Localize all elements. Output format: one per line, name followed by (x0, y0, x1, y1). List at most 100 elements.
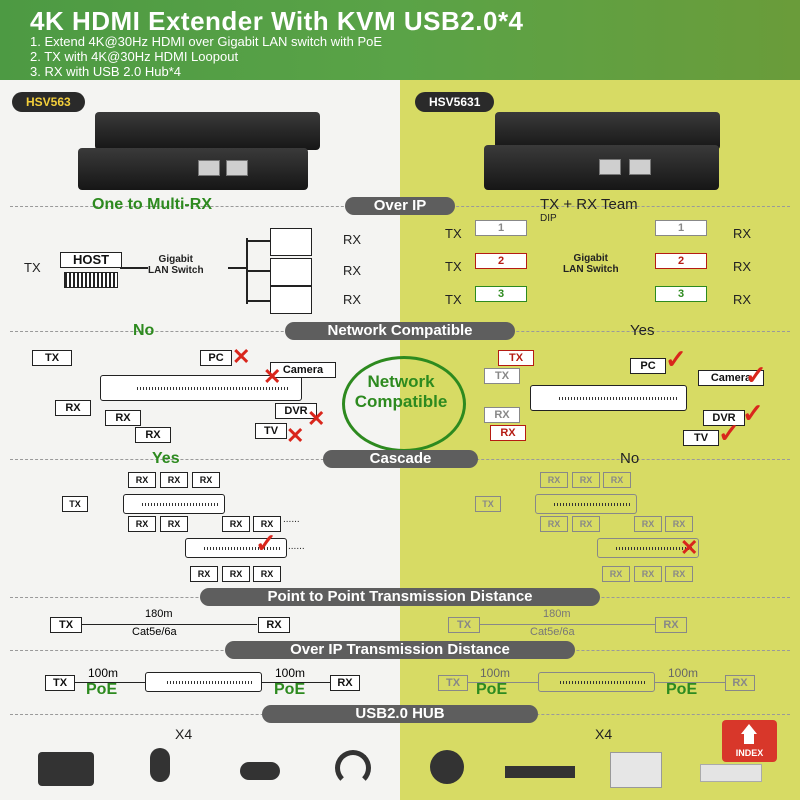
ptp-right-cable: Cat5e/6a (530, 626, 575, 638)
switch-left (100, 375, 302, 401)
check-icon-cascade: ✓ (255, 528, 277, 558)
one-to-multi-rx-label: One to Multi-RX (92, 196, 212, 213)
team-num-2-right: 2 (655, 253, 707, 269)
cas-r-switch-2 (597, 538, 699, 558)
team-tx-3: TX (445, 292, 462, 307)
cas-l-rx-mid-2: RX (160, 516, 188, 532)
model-badge-left: HSV563 (12, 92, 85, 112)
nc-right-tv: TV (683, 430, 719, 446)
cross-icon-tv: ✕ (286, 423, 305, 448)
ptp-left-distance: 180m (145, 608, 173, 620)
device-rx-right (484, 145, 719, 190)
oip-right-poe-1: PoE (476, 681, 508, 698)
team-num-1-right: 1 (655, 220, 707, 236)
gamepad-icon (240, 762, 280, 780)
ptp-right-distance: 180m (543, 608, 571, 620)
nc-left-pc: PC (200, 350, 232, 366)
oip-left-rx: RX (330, 675, 360, 691)
cas-r-rx-mid-3: RX (634, 516, 662, 532)
monitor-icon-3 (270, 286, 312, 314)
cas-l-rx-bot-3: RX (253, 566, 281, 582)
team-num-3-right: 3 (655, 286, 707, 302)
cas-r-tx: TX (475, 496, 501, 512)
oip-right-distance-1: 100m (480, 666, 511, 680)
model-badge-right: HSV5631 (415, 92, 495, 112)
tx-rx-team-label: TX + RX Team (540, 196, 638, 213)
overip-distance-banner: Over IP Transmission Distance (225, 641, 575, 659)
usb-count-right: X4 (595, 726, 613, 742)
keyboard-mouse-icon (505, 766, 575, 778)
team-num-2-left: 2 (475, 253, 527, 269)
index-button[interactable]: INDEX (722, 720, 777, 762)
gigabit-switch-label-left: Gigabit LAN Switch (148, 254, 204, 276)
nc-right-tx-1: TX (498, 350, 534, 366)
feature-2: 2. TX with 4K@30Hz HDMI Loopout (30, 49, 239, 64)
cas-l-tx: TX (62, 496, 88, 512)
oip-left-distance-2: 100m (275, 666, 306, 680)
nc-right-rx-2: RX (490, 425, 526, 441)
cross-icon-cascade: ✕ (680, 535, 699, 560)
oip-right-rx: RX (725, 675, 755, 691)
team-num-1-left: 1 (475, 220, 527, 236)
cas-l-dots-2: ...... (288, 541, 305, 552)
rx-label-1: RX (343, 232, 362, 247)
tx-label: TX (24, 260, 41, 275)
cas-r-rx-top-1: RX (540, 472, 568, 488)
network-compatible-text: Network Compatible (354, 372, 448, 411)
cas-l-rx-top-2: RX (160, 472, 188, 488)
switch-right (530, 385, 687, 411)
oip-right-switch (538, 672, 655, 692)
team-rx-1: RX (733, 226, 752, 241)
team-rx-3: RX (733, 292, 752, 307)
dip-label-1: DIP (540, 213, 557, 224)
feature-1: 1. Extend 4K@30Hz HDMI over Gigabit LAN … (30, 34, 383, 49)
cas-l-rx-mid-3: RX (222, 516, 250, 532)
network-compatible-banner: Network Compatible (285, 322, 515, 340)
monitor-icon-2 (270, 258, 312, 286)
cas-r-rx-mid-4: RX (665, 516, 693, 532)
rx-label-2: RX (343, 263, 362, 278)
host-box: HOST (60, 252, 122, 268)
cas-l-rx-top-3: RX (192, 472, 220, 488)
oip-right-distance-2: 100m (668, 666, 699, 680)
device-rx-left (78, 148, 308, 190)
cas-r-rx-bot-3: RX (665, 566, 693, 582)
cascade-no-label: No (620, 450, 640, 467)
cas-l-dots-1: ...... (283, 514, 300, 525)
ptp-left-tx: TX (50, 617, 82, 633)
cross-icon-dvr: ✕ (307, 406, 326, 431)
webcam-icon (430, 750, 464, 784)
speaker-icon (38, 752, 94, 786)
rx-label-3: RX (343, 292, 362, 307)
cas-l-rx-top-1: RX (128, 472, 156, 488)
ptp-distance-banner: Point to Point Transmission Distance (200, 588, 600, 606)
oip-left-poe-1: PoE (86, 681, 118, 698)
oip-left-distance-1: 100m (88, 666, 119, 680)
ptp-left-rx: RX (258, 617, 290, 633)
check-icon-tv: ✓ (718, 418, 740, 448)
oip-left-tx: TX (45, 675, 75, 691)
nc-left-rx-3: RX (135, 427, 171, 443)
over-ip-banner: Over IP (345, 197, 455, 215)
ptp-left-cable: Cat5e/6a (132, 626, 177, 638)
cas-r-rx-bot-2: RX (634, 566, 662, 582)
device-tx-right (495, 112, 720, 150)
cross-icon-camera: ✕ (263, 364, 282, 389)
feature-3: 3. RX with USB 2.0 Hub*4 (30, 64, 182, 79)
team-rx-2: RX (733, 259, 752, 274)
cas-r-rx-mid-2: RX (572, 516, 600, 532)
cas-l-rx-bot-2: RX (222, 566, 250, 582)
index-label: INDEX (735, 748, 764, 758)
cas-r-rx-bot-1: RX (602, 566, 630, 582)
nc-left-rx-1: RX (55, 400, 91, 416)
check-icon-dvr: ✓ (742, 398, 764, 428)
nc-right-pc: PC (630, 358, 666, 374)
yes-label-right: Yes (630, 322, 655, 339)
nc-left-dvr: DVR (275, 403, 317, 419)
oip-right-poe-2: PoE (666, 681, 698, 698)
cas-l-rx-mid-1: RX (128, 516, 156, 532)
cas-r-switch-1 (535, 494, 637, 514)
usb-hub-banner: USB2.0 HUB (262, 705, 538, 723)
cascade-yes-label: Yes (152, 450, 180, 467)
check-icon-camera: ✓ (745, 360, 767, 390)
